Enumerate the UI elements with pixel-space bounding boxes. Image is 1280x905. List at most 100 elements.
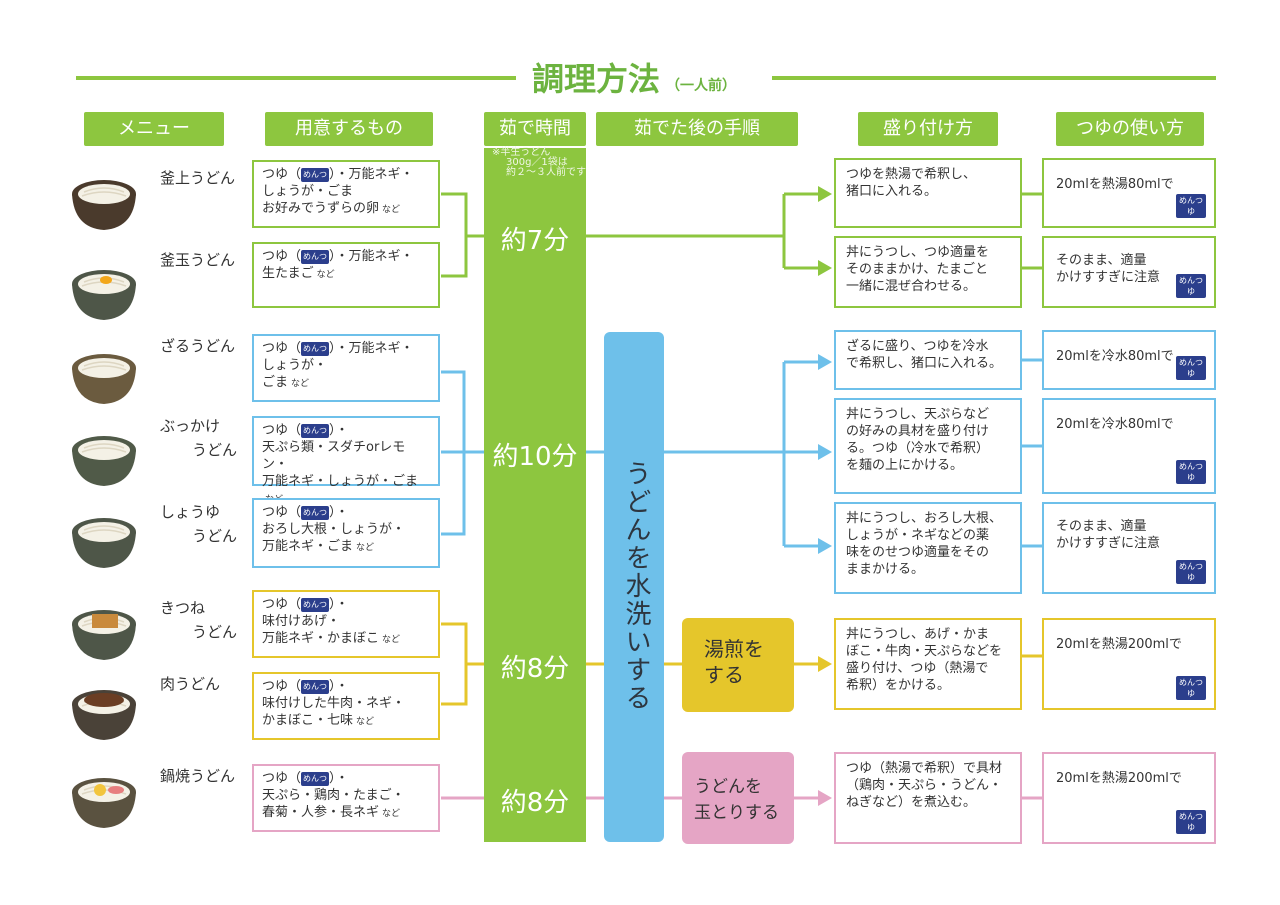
- boil-note: ※半生うどん 300g／1袋は 約２〜３人前です: [492, 147, 586, 178]
- mentsuyu-badge-icon: めんつゆ: [1176, 460, 1206, 484]
- tsuyu-line: 20mlを熱湯200mlで: [1056, 771, 1182, 786]
- serve-line: ぼこ・牛肉・天ぷらなどを: [846, 644, 1003, 659]
- prep-line: 味付けした牛肉・ネギ・: [262, 696, 406, 711]
- prep-line: 万能ネギ・ごまなど: [262, 538, 430, 557]
- tsuyu-line: そのまま、適量: [1056, 253, 1147, 268]
- prep-nado: など: [382, 809, 401, 819]
- serve-box: つゆ（熱湯で希釈）で具材（鶏肉・天ぷら・うどん・ねぎなど）を煮込む。: [834, 752, 1022, 844]
- serve-line: ざるに盛り、つゆを冷水: [846, 339, 989, 354]
- menu-name: ぶっかけうどん: [160, 414, 237, 462]
- page-title: 調理方法（一人前）: [532, 60, 737, 98]
- prep-line: つゆ（めんつゆ）・万能ネギ・: [262, 248, 430, 275]
- serve-line: 猪口に入れる。: [846, 184, 938, 199]
- prep-box: つゆ（めんつゆ）・天ぷら・鶏肉・たまご・春菊・人参・長ネギなど: [252, 764, 440, 832]
- tsuyu-line: 20mlを冷水80mlで: [1056, 417, 1174, 432]
- prep-last: ごま: [262, 375, 289, 390]
- prep-line: 天ぷら類・スダチorレモン・: [262, 440, 406, 472]
- title-rule-right: [772, 76, 1216, 80]
- tsuyu-box: 20mlを熱湯80mlでめんつゆ: [1042, 158, 1216, 228]
- prep-first-rest: ）・: [329, 597, 349, 612]
- prep-tsuyu-label: つゆ（: [262, 167, 302, 182]
- kitsune-bowl-icon: [72, 610, 136, 660]
- mentsuyu-icon: めんつゆ: [301, 423, 330, 449]
- mentsuyu-icon: めんつゆ: [301, 249, 330, 275]
- prep-tsuyu-label: つゆ（: [262, 679, 302, 694]
- serve-box: つゆを熱湯で希釈し、猪口に入れる。: [834, 158, 1022, 228]
- boil-time-4: 約8分: [500, 788, 570, 818]
- header-prep: 用意するもの: [265, 112, 433, 146]
- prep-first-rest: ）・: [329, 679, 349, 694]
- tama-step: うどんを玉とりする: [682, 752, 794, 844]
- serve-box: 丼にうつし、天ぷらなどの好みの具材を盛り付ける。つゆ（冷水で希釈）を麺の上にかけ…: [834, 398, 1022, 494]
- prep-nado: など: [356, 717, 375, 727]
- serve-line: 丼にうつし、おろし大根、: [846, 511, 1003, 526]
- prep-line: しょうが・: [262, 358, 328, 373]
- prep-first-rest: ）・万能ネギ・: [329, 249, 414, 264]
- prep-line: つゆ（めんつゆ）・万能ネギ・: [262, 166, 430, 193]
- prep-line: お好みでうずらの卵など: [262, 200, 430, 219]
- menu-name: しょうゆうどん: [160, 500, 237, 548]
- prep-line: つゆ（めんつゆ）・: [262, 678, 430, 705]
- prep-last: かまぼこ・七味: [262, 713, 354, 728]
- menu-name-line1: しょうゆ: [160, 503, 221, 521]
- nabeyaki-pot-icon: [72, 778, 136, 828]
- serve-line: 一緒に混ぜ合わせる。: [846, 279, 977, 294]
- prep-last: 万能ネギ・しょうが・ごま: [262, 474, 419, 489]
- menu-name: ざるうどん: [160, 334, 235, 358]
- serve-line: を麺の上にかける。: [846, 458, 964, 473]
- tsuyu-box: 20mlを冷水80mlでめんつゆ: [1042, 330, 1216, 390]
- serve-line: （鶏肉・天ぷら・うどん・: [846, 778, 1003, 793]
- prep-line: ごまなど: [262, 374, 430, 393]
- mentsuyu-badge-icon: めんつゆ: [1176, 274, 1206, 298]
- serve-box: ざるに盛り、つゆを冷水で希釈し、猪口に入れる。: [834, 330, 1022, 390]
- menu-name-line1: 釜玉うどん: [160, 251, 236, 269]
- tsuyu-line: 20mlを冷水80mlで: [1056, 349, 1174, 364]
- prep-box: つゆ（めんつゆ）・万能ネギ・しょうが・ごまなど: [252, 334, 440, 402]
- header-after: 茹でた後の手順: [596, 112, 798, 146]
- boil-time-2: 約10分: [492, 442, 578, 472]
- tsuyu-box: そのまま、適量かけすすぎに注意めんつゆ: [1042, 236, 1216, 308]
- kamatama-bowl-icon: [72, 270, 136, 320]
- prep-line: つゆ（めんつゆ）・: [262, 770, 430, 797]
- title-area: 調理方法（一人前）: [0, 54, 1280, 104]
- menu-name: 肉うどん: [160, 672, 220, 696]
- boil-time-column: ※半生うどん 300g／1袋は 約２〜３人前です 約7分 約10分 約8分 約8…: [484, 148, 586, 842]
- menu-name: きつねうどん: [160, 596, 237, 644]
- serve-box: 丼にうつし、おろし大根、しょうが・ネギなどの薬味をのせつゆ適量をそのままかける。: [834, 502, 1022, 594]
- serve-line: ねぎなど）を煮込む。: [846, 795, 977, 810]
- wash-step-column: うどんを水洗いする: [604, 332, 664, 842]
- shoyu-bowl-icon: [72, 518, 136, 568]
- menu-name: 釜玉うどん: [160, 248, 235, 272]
- prep-tsuyu-label: つゆ（: [262, 249, 302, 264]
- mentsuyu-icon: めんつゆ: [301, 679, 330, 705]
- prep-last: お好みでうずらの卵: [262, 201, 380, 216]
- menu-name-line1: ぶっかけ: [160, 417, 221, 435]
- prep-nado: など: [316, 270, 335, 280]
- prep-box: つゆ（めんつゆ）・おろし大根・しょうが・万能ネギ・ごまなど: [252, 498, 440, 568]
- serve-line: 丼にうつし、あげ・かま: [846, 627, 990, 642]
- prep-line: 春菊・人参・長ネギなど: [262, 804, 430, 823]
- yusen-step: 湯煎をする: [682, 618, 794, 712]
- tsuyu-line: 20mlを熱湯200mlで: [1056, 637, 1182, 652]
- serve-line: 丼にうつし、天ぷらなど: [846, 407, 990, 422]
- prep-tsuyu-label: つゆ（: [262, 505, 302, 520]
- serve-line: ままかける。: [846, 562, 925, 577]
- prep-last: 春菊・人参・長ネギ: [262, 805, 380, 820]
- prep-box: つゆ（めんつゆ）・万能ネギ・生たまごなど: [252, 242, 440, 308]
- niku-bowl-icon: [72, 690, 136, 740]
- tsuyu-line: そのまま、適量: [1056, 519, 1147, 534]
- menu-name: 釜上うどん: [160, 166, 235, 190]
- tsuyu-box: 20mlを熱湯200mlでめんつゆ: [1042, 618, 1216, 710]
- prep-tsuyu-label: つゆ（: [262, 771, 302, 786]
- header-menu: メニュー: [84, 112, 224, 146]
- prep-first-rest: ）・: [329, 505, 349, 520]
- serve-line: 丼にうつし、つゆ適量を: [846, 245, 990, 260]
- prep-nado: など: [356, 543, 375, 553]
- tsuyu-line: かけすすぎに注意: [1056, 536, 1161, 551]
- mentsuyu-badge-icon: めんつゆ: [1176, 676, 1206, 700]
- prep-line: かまぼこ・七味など: [262, 712, 430, 731]
- serve-line: つゆを熱湯で希釈し、: [846, 167, 977, 182]
- prep-tsuyu-label: つゆ（: [262, 423, 302, 438]
